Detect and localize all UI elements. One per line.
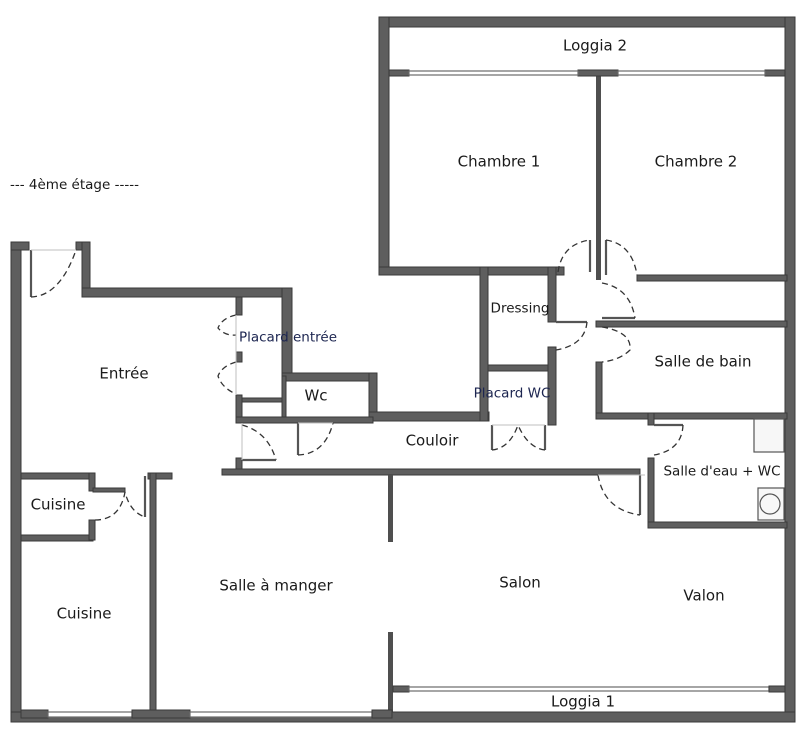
room-label-salle-a-manger: Salle à manger <box>219 576 333 595</box>
room-label-cuisine: Cuisine <box>56 604 112 623</box>
floor-label: --- 4ème étage ----- <box>10 177 139 193</box>
room-label-valon: Valon <box>683 586 725 605</box>
room-label-couloir: Couloir <box>405 431 459 450</box>
room-label-loggia-2: Loggia 2 <box>563 36 627 55</box>
room-label-placard-entree: Placard entrée <box>238 329 338 346</box>
walls <box>10 16 796 723</box>
toilet-icon <box>757 487 785 521</box>
room-label-chambre-1: Chambre 1 <box>457 152 541 171</box>
room-label-chambre-2: Chambre 2 <box>654 152 738 171</box>
doors <box>29 239 684 521</box>
fixtures <box>753 418 785 521</box>
room-label-wc: Wc <box>304 386 328 405</box>
room-label-dressing: Dressing <box>490 300 550 317</box>
room-label-placard-wc: Placard WC <box>473 385 551 402</box>
room-label-cuisine-small: Cuisine <box>30 495 86 514</box>
room-label-salle-de-bain: Salle de bain <box>654 352 752 371</box>
room-label-loggia-1: Loggia 1 <box>551 692 615 711</box>
shower-tray-icon <box>753 418 785 453</box>
room-label-entree: Entrée <box>99 364 149 383</box>
room-label-salle-deau-wc: Salle d'eau + WC <box>663 463 781 480</box>
room-label-salon: Salon <box>499 573 541 592</box>
